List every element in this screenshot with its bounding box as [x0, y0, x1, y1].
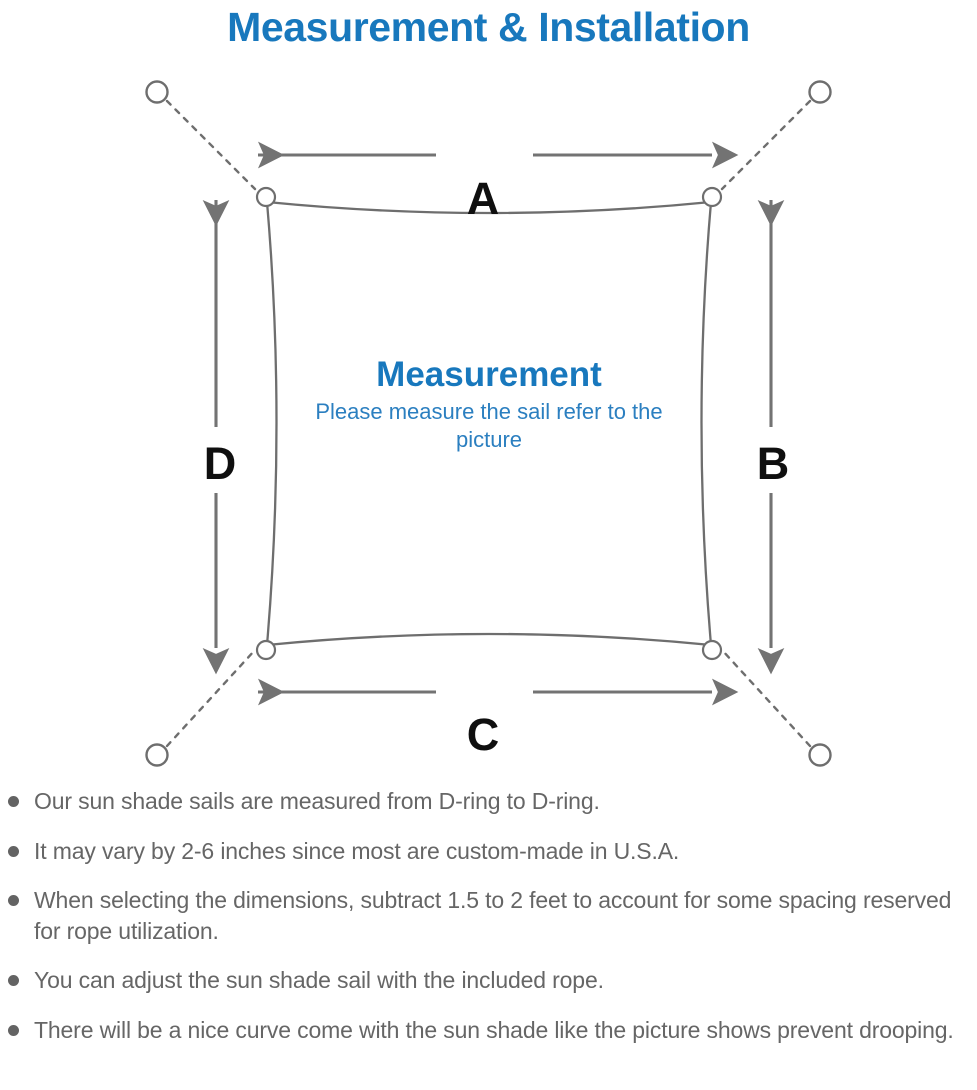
- list-item: You can adjust the sun shade sail with t…: [0, 965, 977, 996]
- d-ring-icon-bottom-right: [701, 639, 723, 661]
- anchor-ring-icon-top-right: [808, 80, 832, 104]
- note-text: When selecting the dimensions, subtract …: [34, 887, 952, 944]
- rope-line-bottom-right: [720, 648, 812, 748]
- shade-sail-shape: [265, 200, 713, 647]
- bullet-icon: [8, 1024, 19, 1036]
- dimension-label-a: A: [466, 173, 500, 224]
- rope-line-top-right: [720, 99, 812, 191]
- page-title: Measurement & Installation: [227, 3, 750, 50]
- note-text: There will be a nice curve come with the…: [34, 1016, 954, 1043]
- anchor-ring-icon-top-left: [145, 80, 169, 104]
- note-text: Our sun shade sails are measured from D-…: [34, 788, 600, 814]
- bullet-icon: [8, 845, 19, 857]
- note-text: It may vary by 2-6 inches since most are…: [34, 837, 680, 864]
- bullet-icon: [8, 895, 19, 907]
- list-item: There will be a nice curve come with the…: [0, 1015, 977, 1046]
- bullet-icon: [8, 975, 19, 987]
- sail-measurement-diagram: Measurement Please measure the sail refe…: [0, 56, 977, 786]
- d-ring-icon-bottom-left: [255, 639, 277, 661]
- dimension-label-b: B: [756, 438, 790, 489]
- page-title-container: Measurement & Installation: [0, 0, 977, 54]
- diagram-svg: [145, 80, 832, 767]
- list-item: Our sun shade sails are measured from D-…: [0, 786, 977, 817]
- d-ring-icon-top-left: [255, 186, 277, 208]
- notes-list: Our sun shade sails are measured from D-…: [0, 786, 977, 1045]
- dimension-arrows-group: [202, 141, 785, 706]
- d-rings-group: [255, 186, 723, 661]
- anchor-ring-icon-bottom-left: [145, 743, 169, 767]
- note-text: You can adjust the sun shade sail with t…: [34, 967, 604, 994]
- d-ring-icon-top-right: [701, 186, 723, 208]
- rope-line-top-left: [165, 99, 257, 191]
- list-item: When selecting the dimensions, subtract …: [0, 885, 977, 946]
- list-item: It may vary by 2-6 inches since most are…: [0, 836, 977, 867]
- bullet-icon: [8, 796, 19, 807]
- rope-line-bottom-left: [165, 648, 257, 748]
- rope-lines-group: [165, 99, 812, 748]
- dimension-label-c: C: [466, 709, 500, 760]
- dimension-label-d: D: [203, 438, 237, 489]
- anchor-rings-group: [145, 80, 832, 767]
- anchor-ring-icon-bottom-right: [808, 743, 832, 767]
